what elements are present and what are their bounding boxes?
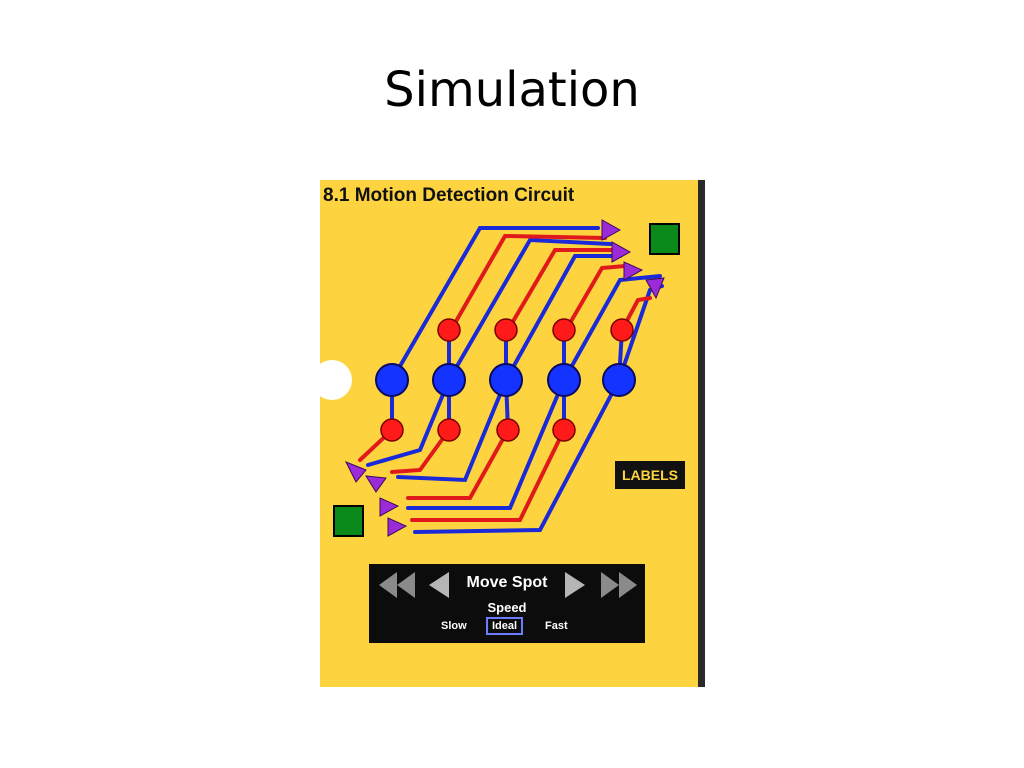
wire-red-lower-3 — [406, 428, 510, 500]
output-square-bottom — [333, 505, 364, 537]
synapse-upper-2 — [494, 318, 518, 342]
wire-blue-lower-1 — [366, 378, 451, 467]
receptor-cell-1 — [375, 363, 409, 397]
wire-blue-upper-1 — [390, 226, 600, 382]
speed-option-slow[interactable]: Slow — [441, 620, 467, 632]
synapse-upper-3 — [552, 318, 576, 342]
wire-blue-lower-4 — [413, 378, 621, 534]
detector-top-1 — [601, 219, 622, 241]
synapse-lower-3 — [496, 418, 520, 442]
move-spot-label: Move Spot — [466, 574, 548, 591]
synapse-upper-4 — [610, 318, 634, 342]
detector-top-3 — [623, 261, 644, 281]
wire-red-upper-1 — [449, 233, 607, 332]
synapse-upper-1 — [437, 318, 461, 342]
wire-blue-upper-4 — [562, 274, 662, 382]
receptor-cell-5 — [602, 363, 636, 397]
speed-label: Speed — [487, 600, 527, 615]
wire-blue-lower-2 — [396, 378, 508, 483]
speed-option-fast[interactable]: Fast — [545, 620, 568, 632]
circuit-diagram — [320, 219, 680, 537]
wire-blue-upper-3 — [504, 254, 622, 382]
synapse-lower-2 — [437, 418, 461, 442]
detector-bottom-2 — [365, 475, 387, 493]
simulation-panel: 8.1 Motion Detection Circuit LABELS Move… — [320, 180, 698, 687]
rewind-icon[interactable] — [379, 572, 415, 598]
synapse-lower-1 — [380, 418, 404, 442]
panel-scrollbar[interactable] — [698, 180, 705, 687]
receptor-cell-3 — [489, 363, 523, 397]
step-forward-icon[interactable] — [565, 572, 585, 598]
wire-blue-upper-2 — [447, 237, 612, 382]
wire-red-lower-4 — [410, 428, 566, 522]
output-square-top — [649, 223, 680, 255]
speed-option-ideal[interactable]: Ideal — [486, 617, 524, 635]
detector-top-2 — [611, 241, 632, 263]
wire-red-lower-2 — [390, 428, 451, 474]
wire-red-upper-3 — [564, 264, 627, 332]
wire-blue-lower-3 — [406, 378, 566, 510]
fast-forward-icon[interactable] — [601, 572, 637, 598]
labels-button[interactable]: LABELS — [615, 461, 685, 489]
receptor-cell-2 — [432, 363, 466, 397]
detector-top-4 — [645, 277, 665, 300]
wire-red-upper-2 — [506, 248, 617, 332]
control-bar: Move Spot Speed Slow Ideal Fast — [369, 564, 645, 643]
step-back-icon[interactable] — [429, 572, 449, 598]
light-spot — [320, 360, 352, 400]
detector-bottom-4 — [387, 517, 408, 537]
detector-bottom-1 — [344, 461, 367, 483]
synapse-lower-4 — [552, 418, 576, 442]
receptor-cell-4 — [547, 363, 581, 397]
slide-title: Simulation — [384, 62, 640, 118]
simulation-heading: 8.1 Motion Detection Circuit — [323, 185, 575, 206]
detector-bottom-3 — [379, 497, 400, 517]
